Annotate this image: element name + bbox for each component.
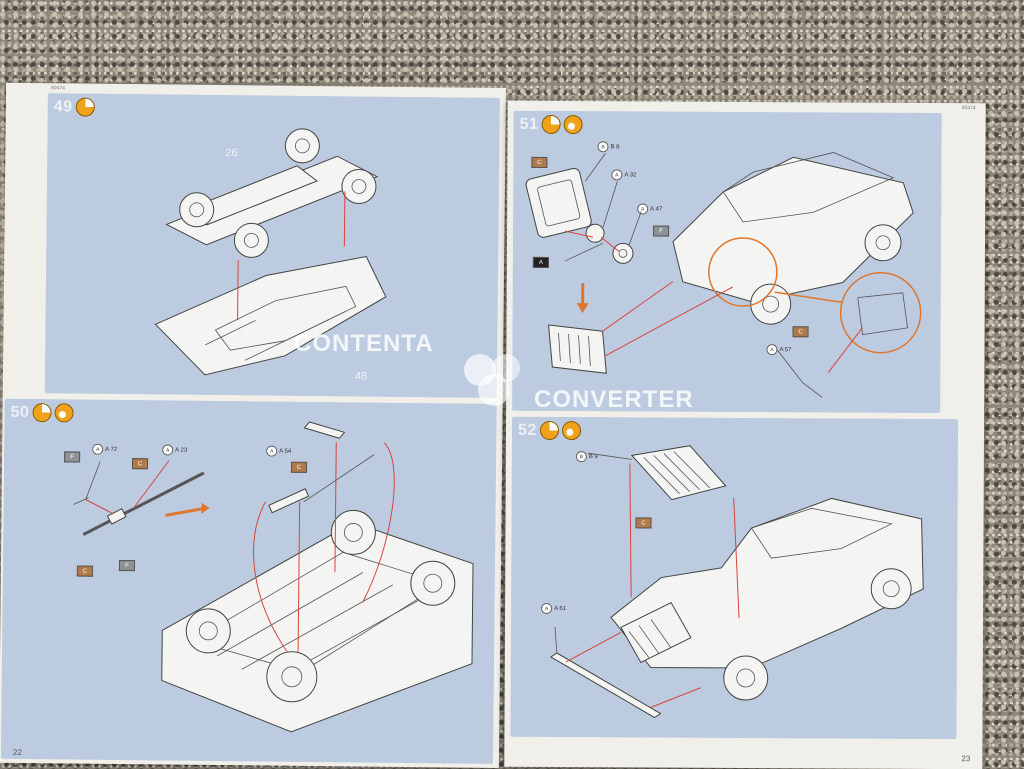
page-code: 80474 — [961, 105, 976, 112]
page-code: 80474 — [50, 85, 65, 92]
page-number: 22 — [12, 747, 22, 757]
page-number: 23 — [961, 754, 971, 764]
step-49-panel: 49 26 48 — [44, 93, 500, 398]
vehicle-complete-drawing — [549, 445, 924, 719]
watermark-line2: CONVERTER — [534, 386, 694, 413]
watermark-line1: CONTENTA — [294, 330, 434, 357]
instruction-booklet: 80474 49 26 48 — [0, 82, 986, 769]
watermark-logo-icon — [464, 354, 520, 406]
chassis-drawing — [154, 128, 387, 376]
left-page: 80474 49 26 48 — [0, 82, 506, 768]
chassis-body-drawing — [73, 421, 474, 733]
vehicle-front-drawing — [525, 152, 922, 398]
